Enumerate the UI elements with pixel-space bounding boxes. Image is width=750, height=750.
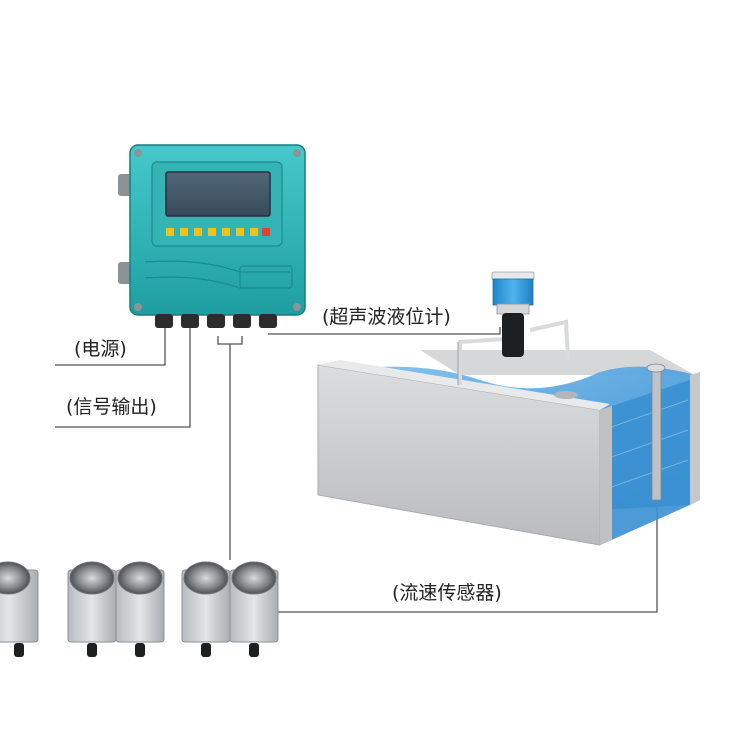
cable-glands: [155, 314, 277, 328]
velocity-channel-wire: [278, 500, 658, 613]
velocity-sensor-label: (流速传感器): [392, 582, 502, 604]
keypad: [166, 228, 270, 236]
flow-meter-controller: [118, 144, 306, 328]
level-meter-wire: [268, 327, 501, 335]
power-wire: [55, 327, 166, 366]
velocity-sensor-array: [0, 561, 279, 657]
submerged-velocity-probe: [646, 363, 666, 501]
velocity-sensor-pair-right: [181, 561, 279, 657]
velocity-sensor-pair-middle: [67, 561, 165, 657]
lcd-screen: [165, 171, 271, 217]
level-meter-cap: [492, 278, 534, 306]
open-channel: [317, 350, 700, 546]
level-meter-label: (超声波液位计): [322, 306, 451, 328]
velocity-sensor-partial: [0, 561, 39, 657]
signal-output-label: (信号输出): [66, 396, 157, 418]
ultrasonic-level-meter: [457, 271, 570, 385]
power-label: (电源): [74, 338, 127, 360]
signal-output-wire: [55, 327, 191, 428]
sensor-bracket-wire: [217, 336, 243, 345]
wiring: [55, 327, 658, 613]
